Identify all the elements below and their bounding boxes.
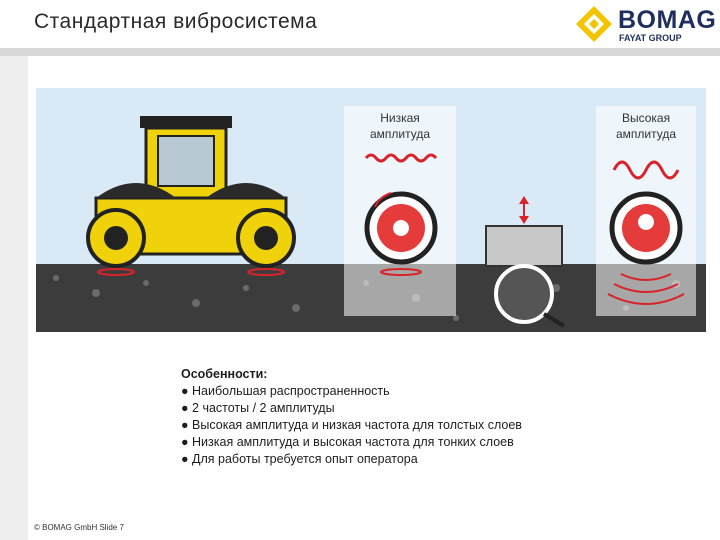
low-amplitude-wave-icon bbox=[364, 153, 438, 163]
label-high-amplitude: Высокая амплитуда bbox=[615, 111, 677, 141]
roller-machine-icon bbox=[86, 116, 296, 276]
drum-high-icon bbox=[609, 191, 683, 265]
list-item: Наибольшая распространенность bbox=[181, 383, 522, 400]
list-item: Высокая амплитуда и низкая частота для т… bbox=[181, 417, 522, 434]
title-divider bbox=[0, 48, 720, 56]
vibration-figure: Низкая амплитуда Высокая амплитуда bbox=[36, 88, 706, 332]
drum-low-icon bbox=[364, 191, 438, 265]
diamond-logo-icon bbox=[576, 6, 612, 42]
drum-cross-section-icon bbox=[485, 196, 566, 328]
high-amplitude-wave-icon bbox=[612, 160, 680, 180]
label-low-amplitude: Низкая амплитуда bbox=[369, 111, 431, 141]
slide-footer: © BOMAG GmbH Slide 7 bbox=[34, 523, 124, 532]
figure-illustration bbox=[36, 106, 706, 332]
features-heading: Особенности: bbox=[181, 367, 268, 381]
logo-group: FAYAT GROUP bbox=[619, 33, 682, 43]
list-item: Низкая амплитуда и высокая частота для т… bbox=[181, 434, 522, 451]
magnifier-icon bbox=[542, 312, 566, 328]
list-item: Для работы требуется опыт оператора bbox=[181, 451, 522, 468]
features-list: Особенности: Наибольшая распространеннос… bbox=[181, 366, 522, 468]
list-item: 2 частоты / 2 амплитуды bbox=[181, 400, 522, 417]
left-rail bbox=[0, 56, 28, 540]
bomag-logo: BOMAG FAYAT GROUP bbox=[574, 4, 717, 44]
slide-title: Стандартная вибросистема bbox=[34, 10, 318, 33]
logo-brand: BOMAG bbox=[618, 6, 717, 34]
